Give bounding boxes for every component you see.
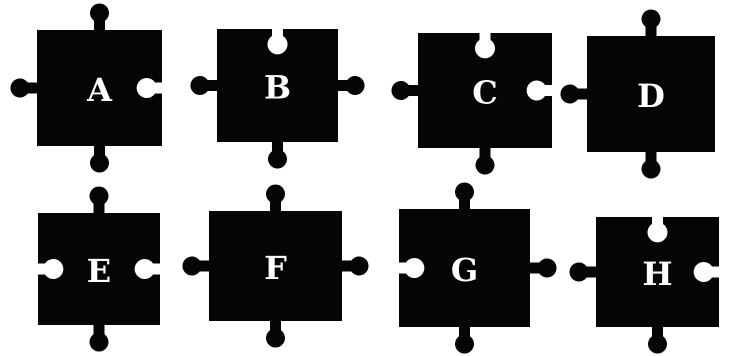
puzzle-piece-g: G <box>399 182 557 354</box>
puzzle-piece-d-label: D <box>637 77 665 115</box>
puzzle-piece-b: B <box>190 29 365 169</box>
puzzle-piece-g-label: G <box>451 251 478 289</box>
puzzle-piece-c: C <box>391 33 552 175</box>
puzzle-piece-c-shape <box>391 33 552 175</box>
puzzle-piece-h-shape <box>569 217 719 354</box>
puzzle-piece-f-shape <box>182 184 369 348</box>
puzzle-piece-h: H <box>569 217 719 354</box>
puzzle-piece-a-shape <box>10 3 163 173</box>
puzzle-piece-d: D <box>560 9 715 179</box>
puzzle-piece-e-label: E <box>87 252 111 290</box>
puzzle-piece-g-shape <box>399 182 557 354</box>
puzzle-piece-c-label: C <box>472 74 497 112</box>
puzzle-piece-e-shape <box>38 186 160 352</box>
puzzle-piece-a: A <box>10 3 163 173</box>
puzzle-piece-a-label: A <box>86 71 113 109</box>
puzzle-piece-b-shape <box>190 29 365 169</box>
puzzle-piece-f: F <box>182 184 369 348</box>
puzzle-piece-e: E <box>38 186 160 352</box>
puzzle-piece-h-label: H <box>642 255 672 293</box>
puzzle-piece-f-label: F <box>264 249 287 287</box>
puzzle-piece-b-label: B <box>264 69 291 107</box>
puzzle-piece-d-shape <box>560 9 715 179</box>
